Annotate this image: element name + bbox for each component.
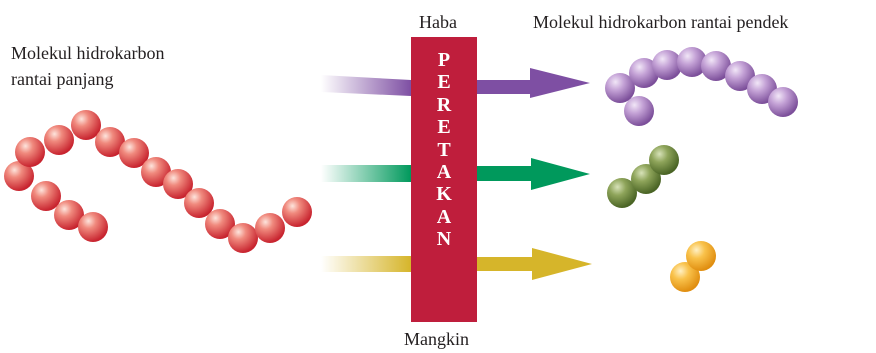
reactant-label: Molekul hidrokarbon rantai panjang <box>11 40 164 92</box>
products-label: Molekul hidrokarbon rantai pendek <box>533 9 788 35</box>
reactant-label-line-1: Molekul hidrokarbon <box>11 40 164 66</box>
cracking-letter: K <box>436 183 452 205</box>
atom <box>228 223 258 253</box>
heat-label: Haba <box>419 9 457 35</box>
cracking-letter: A <box>437 206 451 228</box>
cracking-letter: R <box>437 94 451 116</box>
cracking-letter: A <box>437 161 451 183</box>
atom <box>15 137 45 167</box>
output-arrow-purple <box>477 68 590 98</box>
atom <box>768 87 798 117</box>
atom <box>282 197 312 227</box>
output-arrow-yellow <box>477 248 592 280</box>
cracking-letter: T <box>437 139 450 161</box>
catalyst-label: Mangkin <box>404 326 469 352</box>
atom <box>624 96 654 126</box>
orange-chain-molecule <box>670 241 716 292</box>
input-arrow-green <box>321 165 411 182</box>
cracking-letter: P <box>438 49 450 71</box>
purple-chain-molecule <box>605 47 798 126</box>
cracking-letter: E <box>437 116 450 138</box>
atom <box>78 212 108 242</box>
reactant-label-line-2: rantai panjang <box>11 66 164 92</box>
cracking-letter: N <box>437 228 451 250</box>
cracking-letter: E <box>437 71 450 93</box>
input-arrow-purple <box>321 75 411 96</box>
atom <box>649 145 679 175</box>
input-arrow-yellow <box>321 256 411 272</box>
atom <box>255 213 285 243</box>
atom <box>44 125 74 155</box>
long-chain-molecule <box>4 110 312 253</box>
green-chain-molecule <box>607 145 679 208</box>
atom <box>31 181 61 211</box>
atom <box>686 241 716 271</box>
output-arrow-green <box>477 158 590 190</box>
